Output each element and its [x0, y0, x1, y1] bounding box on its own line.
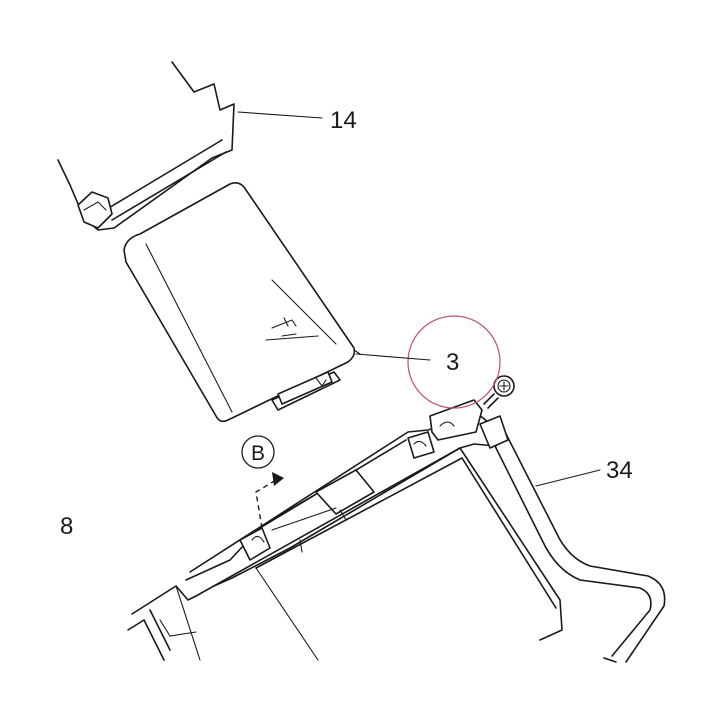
callout-3: 3: [446, 349, 459, 376]
leader-line-34: [535, 469, 601, 487]
part-3-housing: [123, 182, 361, 423]
view-marker-b: B: [241, 435, 275, 469]
callout-34: 34: [606, 457, 633, 484]
highlight-circle: [407, 315, 501, 409]
dashed-arrow-icon: [255, 472, 284, 529]
leader-line-3: [355, 353, 431, 361]
part-34-cable: [479, 415, 666, 663]
callout-14: 14: [330, 107, 357, 134]
leader-line-14: [237, 111, 323, 119]
phillips-screw-icon: [483, 375, 515, 409]
lower-frame-assembly: [127, 399, 563, 661]
view-marker-label: B: [251, 442, 265, 465]
step-number: 8: [60, 513, 73, 540]
part-14-bracket: [57, 61, 235, 231]
